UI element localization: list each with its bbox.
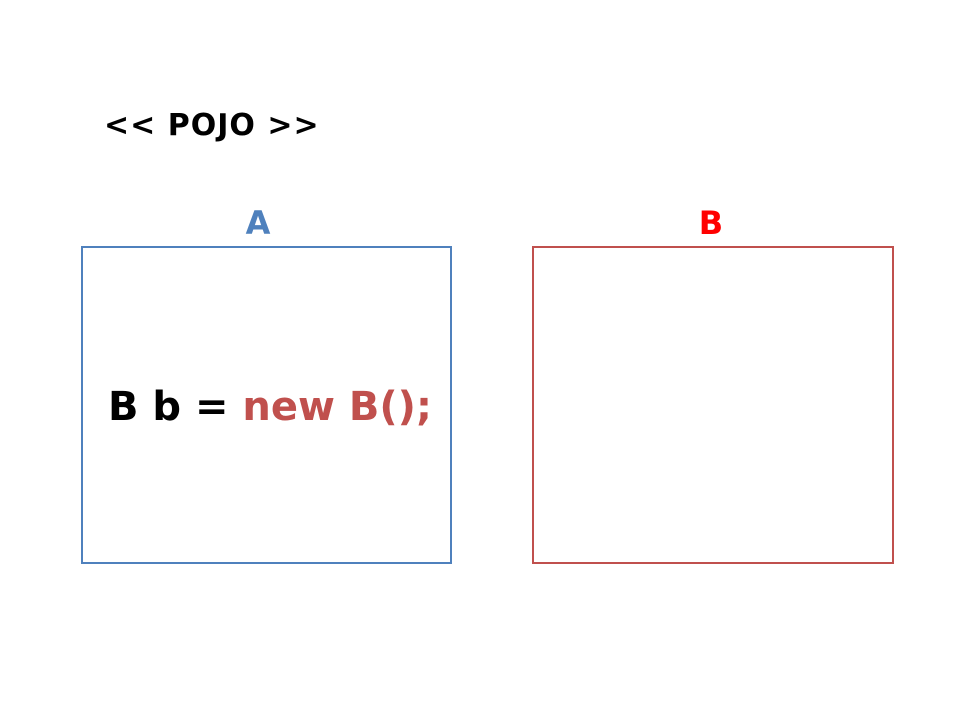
code-declaration: B b = bbox=[108, 384, 243, 430]
slide-title: << POJO >> bbox=[104, 108, 320, 143]
box-b bbox=[532, 246, 894, 564]
box-a-label: A bbox=[245, 204, 271, 242]
box-b-label: B bbox=[698, 204, 724, 242]
code-statement: B b = new B(); bbox=[108, 382, 432, 432]
code-expression: new B(); bbox=[242, 384, 432, 430]
box-a bbox=[81, 246, 452, 564]
